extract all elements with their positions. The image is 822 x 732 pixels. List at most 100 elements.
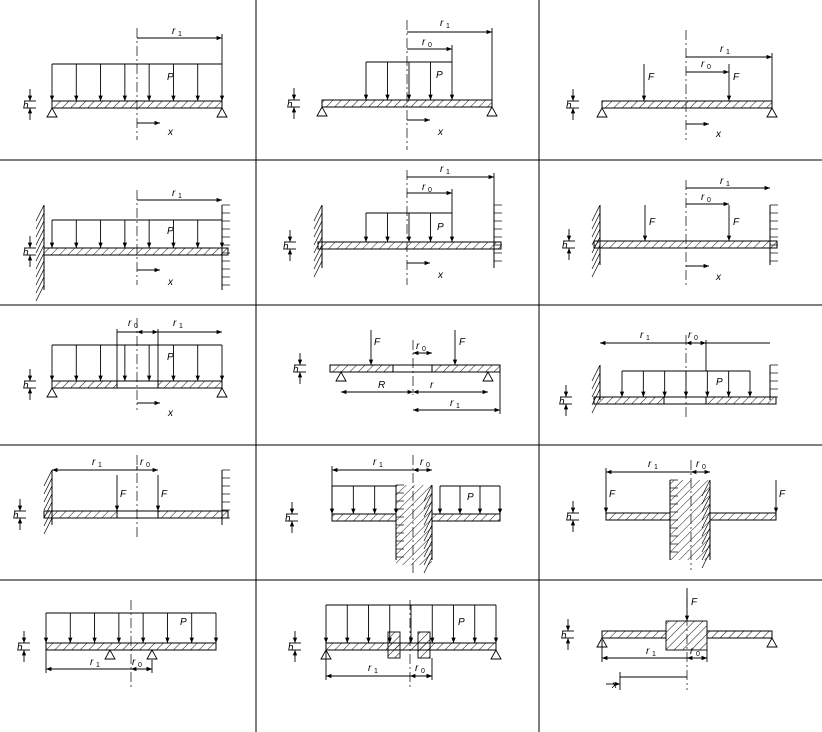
label-P: P (180, 617, 187, 628)
plate (706, 630, 773, 639)
label-h: h (288, 643, 294, 654)
label-x: x (167, 408, 174, 419)
label-r1-sub: 1 (379, 462, 383, 469)
label-F: F (161, 489, 168, 500)
wall-hatch (43, 493, 53, 511)
label-h: h (285, 514, 291, 525)
plate (51, 100, 223, 109)
wall-hatch (35, 236, 45, 254)
label-x: x (167, 127, 174, 138)
label-F: F (648, 72, 655, 83)
label-x: x (437, 127, 444, 138)
label-r1-sub: 1 (179, 323, 183, 330)
label-r1-sub: 1 (98, 462, 102, 469)
label-x: x (715, 272, 722, 283)
label-h: h (559, 397, 565, 408)
label-r1-sub: 1 (446, 23, 450, 30)
wall-hatch (35, 252, 45, 270)
hub-block (665, 620, 708, 651)
wall-hatch (43, 485, 53, 503)
support-triangle (216, 107, 228, 118)
label-h: h (293, 365, 299, 376)
label-h: h (23, 248, 29, 259)
label-r1-sub: 1 (726, 49, 730, 56)
label-h: h (23, 381, 29, 392)
label-r1-sub: 1 (96, 662, 100, 669)
wall-hatch (35, 228, 45, 246)
label-F: F (779, 489, 786, 500)
label-r0-sub: 0 (146, 462, 150, 469)
support-triangle (490, 649, 502, 660)
label-r1-sub: 1 (654, 464, 658, 471)
label-r0-sub: 0 (422, 346, 426, 353)
hub-block (387, 631, 401, 659)
wall-hatch (591, 380, 601, 398)
plate (593, 396, 665, 405)
wall-hatch (43, 477, 53, 495)
wall-hatch (43, 517, 53, 535)
plate (43, 247, 229, 256)
label-F: F (609, 489, 616, 500)
label-x: x (715, 129, 722, 140)
label-r1: r (640, 330, 644, 341)
wall-hatch (35, 244, 45, 262)
label-r0-sub: 0 (428, 187, 432, 194)
wall-hatch (591, 220, 601, 238)
label-h: h (23, 101, 29, 112)
label-r0-sub: 0 (707, 197, 711, 204)
plate (51, 380, 118, 389)
label-h: h (566, 101, 572, 112)
wall-hatch (591, 212, 601, 230)
plate (331, 513, 397, 522)
label-P: P (458, 617, 465, 628)
label-x: x (611, 680, 618, 691)
support-triangle (482, 371, 494, 382)
hub-hatch (396, 485, 432, 565)
plate (593, 240, 778, 249)
label-r0-sub: 0 (702, 464, 706, 471)
label-h: h (17, 643, 23, 654)
label-r0-sub: 0 (421, 668, 425, 675)
wall-hatch (313, 252, 323, 270)
plate (43, 510, 118, 519)
label-F: F (733, 217, 740, 228)
label-F: F (374, 337, 381, 348)
label-h: h (13, 511, 19, 522)
plate (325, 642, 497, 651)
label-r0: r (696, 459, 700, 470)
label-F: F (691, 597, 698, 608)
label-r1: r (440, 18, 444, 29)
plate (705, 396, 777, 405)
wall-hatch (35, 212, 45, 230)
wall-hatch (35, 220, 45, 238)
plate (321, 99, 493, 108)
label-x: x (167, 277, 174, 288)
support-triangle (596, 107, 608, 118)
label-r1: r (450, 398, 454, 409)
label-r1: r (646, 646, 650, 657)
label-P: P (167, 72, 174, 83)
label-r0: r (690, 646, 694, 657)
label-x: x (437, 270, 444, 281)
plate (431, 513, 501, 522)
label-r1-sub: 1 (456, 403, 460, 410)
label-R: R (378, 380, 385, 391)
wall-hatch (35, 260, 45, 278)
support-triangle (486, 106, 498, 117)
label-r0-sub: 0 (134, 323, 138, 330)
wall-hatch (591, 228, 601, 246)
label-r0: r (415, 663, 419, 674)
label-r1: r (440, 164, 444, 175)
plate (605, 512, 671, 521)
hub-block (417, 631, 431, 659)
label-r0: r (140, 457, 144, 468)
